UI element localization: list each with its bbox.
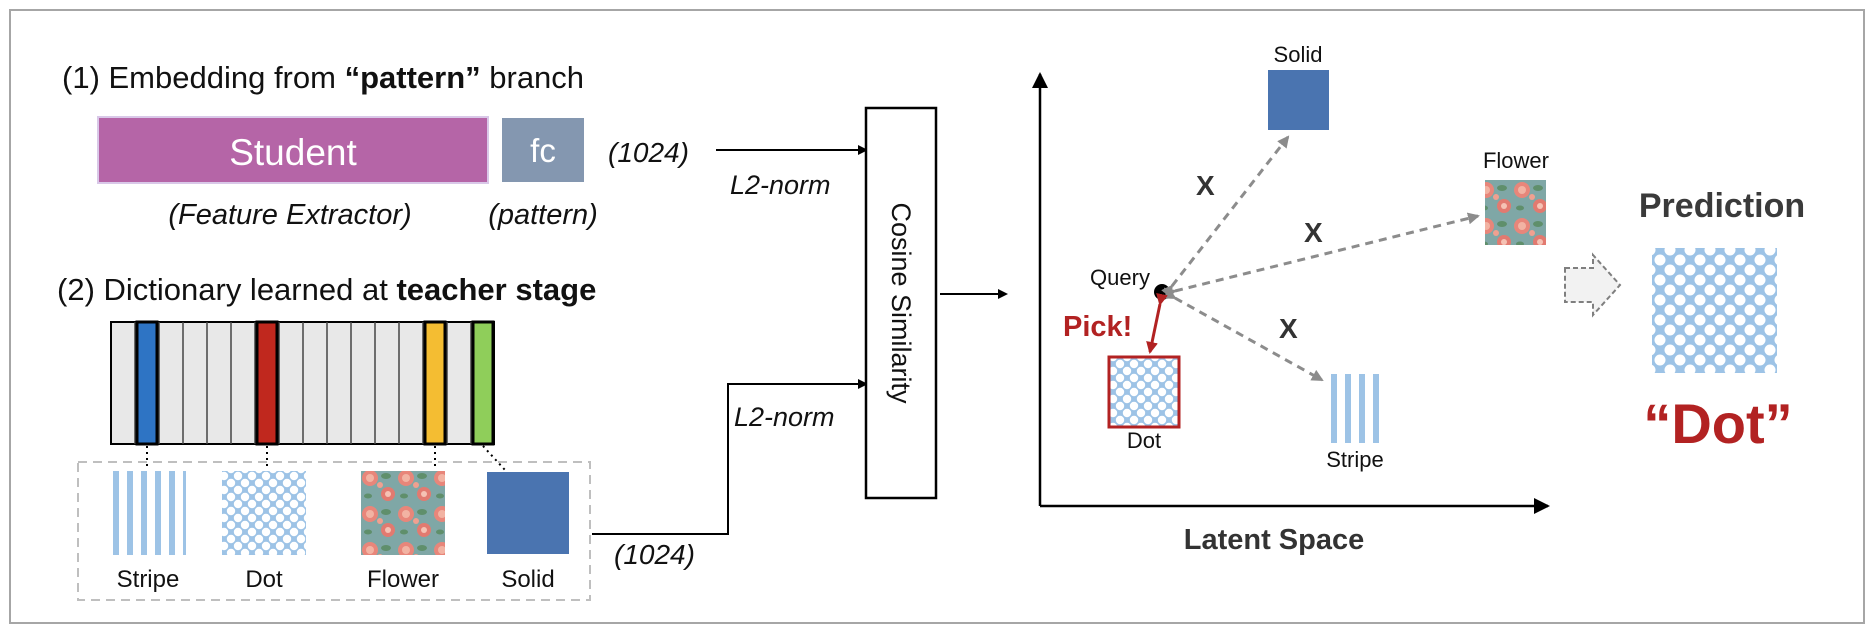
stripe-swatch: [110, 471, 186, 555]
dictionary-slot-flower: [423, 320, 447, 446]
latent-point-solid: [1268, 70, 1329, 130]
dictionary-slot-solid: [471, 320, 495, 446]
latent-axis-label: Latent Space: [1184, 524, 1365, 556]
query-label: Query: [1090, 265, 1150, 290]
pick-arrow: [1146, 292, 1168, 354]
dictionary-connectors: [146, 445, 506, 471]
dictionary-strip: [110, 320, 495, 446]
x-mark-flower: X: [1304, 217, 1323, 248]
dictionary-arrow: [592, 379, 868, 535]
dictionary-item-dot: Dot: [245, 566, 283, 593]
pick-label: Pick!: [1063, 311, 1132, 343]
prediction-swatch: [1652, 248, 1777, 373]
dictionary-item-stripe: Stripe: [117, 566, 180, 593]
dictionary-items-group: [77, 461, 591, 601]
dim-bottom-label: (1024): [614, 539, 695, 570]
dictionary-slot-dot: [255, 320, 279, 446]
solid-swatch: [487, 472, 569, 554]
fc-label: fc: [530, 132, 556, 169]
x-mark-solid: X: [1196, 170, 1215, 201]
prediction-arrow: [1564, 252, 1622, 318]
cosine-similarity-box: [864, 106, 938, 500]
cosine-similarity-label: Cosine Similarity: [886, 202, 916, 404]
dictionary-slot-stripe: [135, 320, 159, 446]
l2norm-bottom-label: L2-norm: [734, 402, 835, 432]
latent-point-solid-label: Solid: [1274, 42, 1323, 67]
pattern-label: (pattern): [488, 199, 598, 231]
section2-title: (2) Dictionary learned at teacher stage: [57, 272, 596, 307]
fc-box: [502, 118, 584, 182]
prediction-result: “Dot”: [1643, 392, 1792, 455]
feature-extractor-label: (Feature Extractor): [168, 199, 411, 231]
latent-point-stripe: [1325, 374, 1385, 443]
student-label: Student: [229, 132, 357, 173]
latent-point-dot: [1107, 355, 1181, 429]
latent-point-flower: [1485, 180, 1546, 245]
l2norm-top-label: L2-norm: [730, 170, 831, 200]
dim-top-label: (1024): [608, 137, 689, 168]
flower-swatch: [361, 471, 445, 555]
latent-point-dot-label: Dot: [1127, 428, 1161, 453]
dictionary-item-flower: Flower: [367, 566, 439, 593]
section1-title: (1) Embedding from “pattern” branch: [62, 60, 584, 95]
x-mark-stripe: X: [1279, 313, 1298, 344]
query-point: [1154, 284, 1170, 300]
latent-point-flower-label: Flower: [1483, 148, 1549, 173]
distance-arrows: [1161, 135, 1480, 382]
dictionary-item-solid: Solid: [501, 566, 554, 593]
student-box: [97, 116, 489, 184]
latent-point-stripe-label: Stripe: [1326, 447, 1383, 472]
dot-swatch: [222, 471, 306, 555]
figure-frame: [9, 9, 1865, 624]
prediction-title: Prediction: [1639, 187, 1805, 225]
